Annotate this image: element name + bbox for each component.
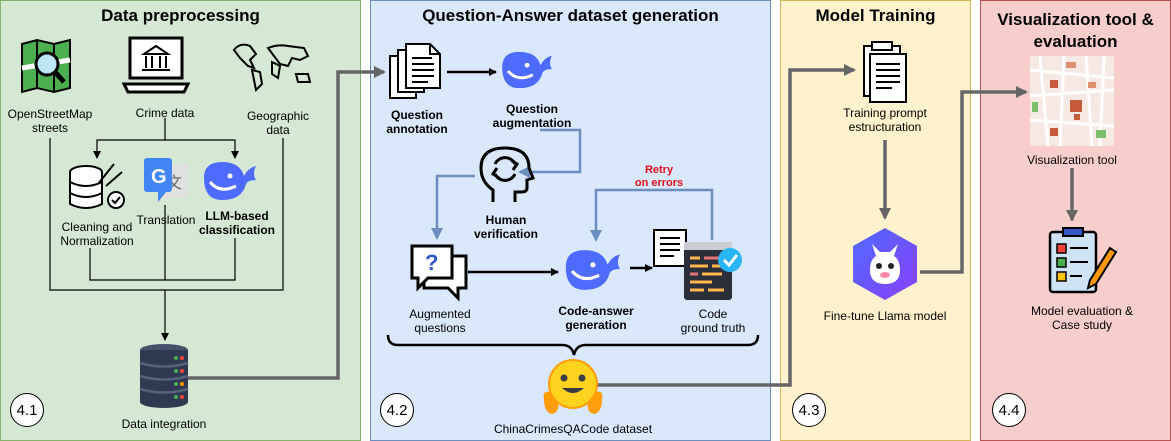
clipboard-icon [863, 41, 907, 103]
step-badge-4-1: 4.1 [10, 393, 44, 427]
finetune-llama-label: Fine-tune Llama model [823, 309, 947, 323]
step-badge-4-3: 4.3 [792, 393, 826, 427]
geographic-data-label: Geographic data [246, 109, 310, 137]
checklist-icon [1048, 227, 1118, 294]
brain-cycle-icon [479, 146, 535, 202]
hugging-face-icon [543, 359, 603, 414]
model-evaluation-label: Model evaluation & Case study [1030, 304, 1134, 332]
crime-data-label: Crime data [135, 106, 195, 120]
documents-icon [389, 43, 441, 99]
deepseek-whale-icon [565, 250, 621, 290]
training-prompt-label: Training prompt estructuration [843, 106, 927, 134]
deepseek-whale-icon [204, 162, 256, 200]
cleaning-normalization-label: Cleaning and Normalization [60, 220, 134, 248]
panel-title-visualization: Visualization tool & evaluation [997, 10, 1154, 51]
panel-title-qa: Question-Answer dataset generation [422, 6, 719, 25]
visualization-tool-label: Visualization tool [1027, 153, 1117, 167]
step-badge-4-4: 4.4 [992, 393, 1026, 427]
question-annotation-label: Question annotation [386, 108, 448, 136]
retry-on-errors-label: Retry on errors [634, 164, 684, 189]
google-translate-icon: 文 G [144, 158, 188, 202]
translation-label: Translation [136, 213, 196, 227]
dataset-brace [386, 334, 760, 356]
database-clean-icon [69, 163, 125, 209]
human-verification-label: Human verification [473, 213, 539, 241]
llm-classification-label: LLM-based classification [198, 209, 276, 237]
dataset-name-label: ChinaCrimesQACode dataset [493, 422, 653, 436]
city-map-icon [1029, 55, 1115, 147]
panel-title-preprocessing: Data preprocessing [101, 6, 260, 25]
llama-icon [853, 228, 917, 300]
augmented-questions-label: Augmented questions [409, 307, 471, 335]
question-chat-icon: ? [410, 244, 468, 302]
svg-text:G: G [151, 166, 167, 188]
laptop-bank-icon [121, 36, 191, 94]
stage-connectors [188, 64, 1078, 387]
preprocessing-wires [49, 118, 284, 341]
step-badge-4-2: 4.2 [380, 393, 414, 427]
osm-streets-label: OpenStreetMap streets [7, 107, 93, 135]
world-map-icon [232, 43, 312, 93]
server-stack-icon [139, 344, 189, 408]
svg-text:?: ? [425, 250, 438, 275]
deepseek-whale-icon [502, 51, 552, 89]
code-ground-truth-label: Code ground truth [680, 307, 746, 335]
code-check-icon [653, 229, 742, 300]
panel-title-training: Model Training [815, 6, 936, 25]
data-integration-label: Data integration [121, 417, 207, 431]
code-answer-generation-label: Code-answer generation [558, 304, 634, 332]
map-icon [21, 38, 71, 94]
question-augmentation-label: Question augmentation [492, 102, 572, 130]
